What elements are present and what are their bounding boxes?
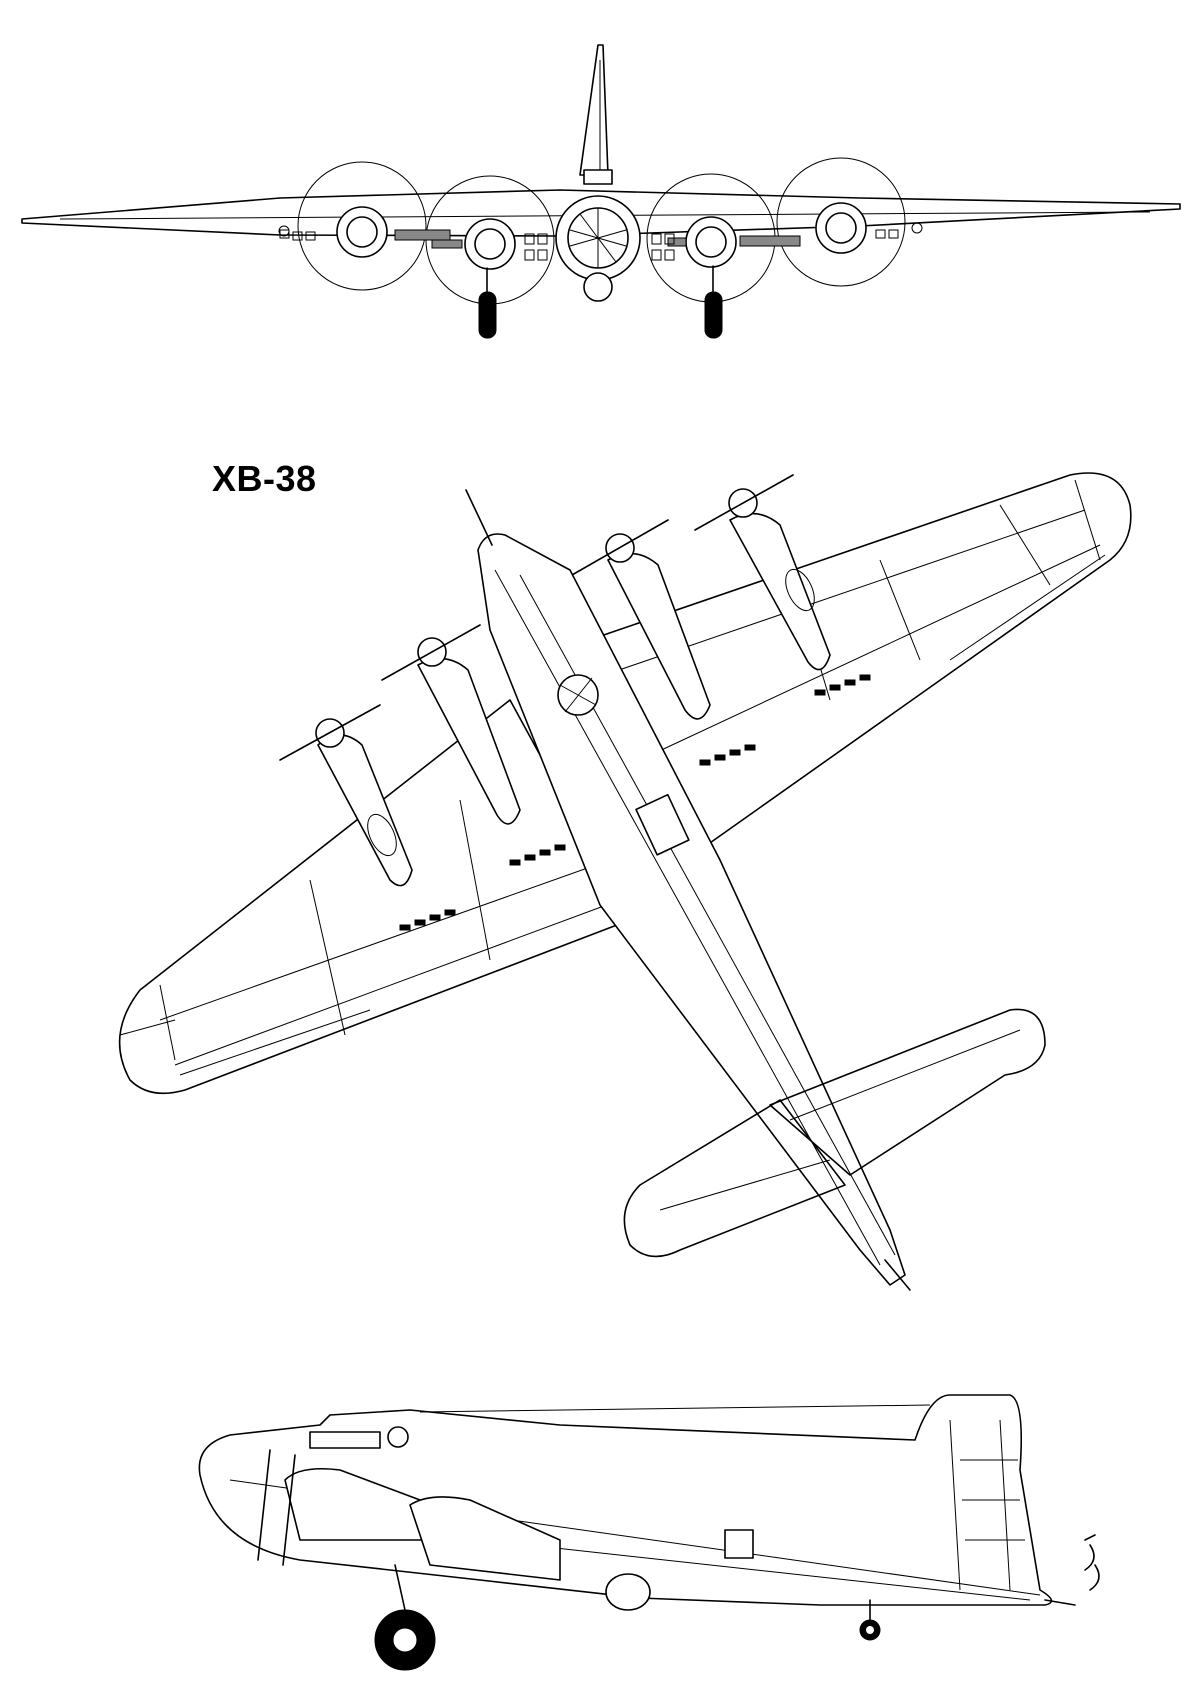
side-view: [198, 1394, 1100, 1671]
top-view: [118, 472, 1132, 1291]
aircraft-designation-title: XB-38: [212, 458, 317, 499]
front-view: [21, 44, 1181, 339]
signature-mark: [1084, 1534, 1100, 1591]
